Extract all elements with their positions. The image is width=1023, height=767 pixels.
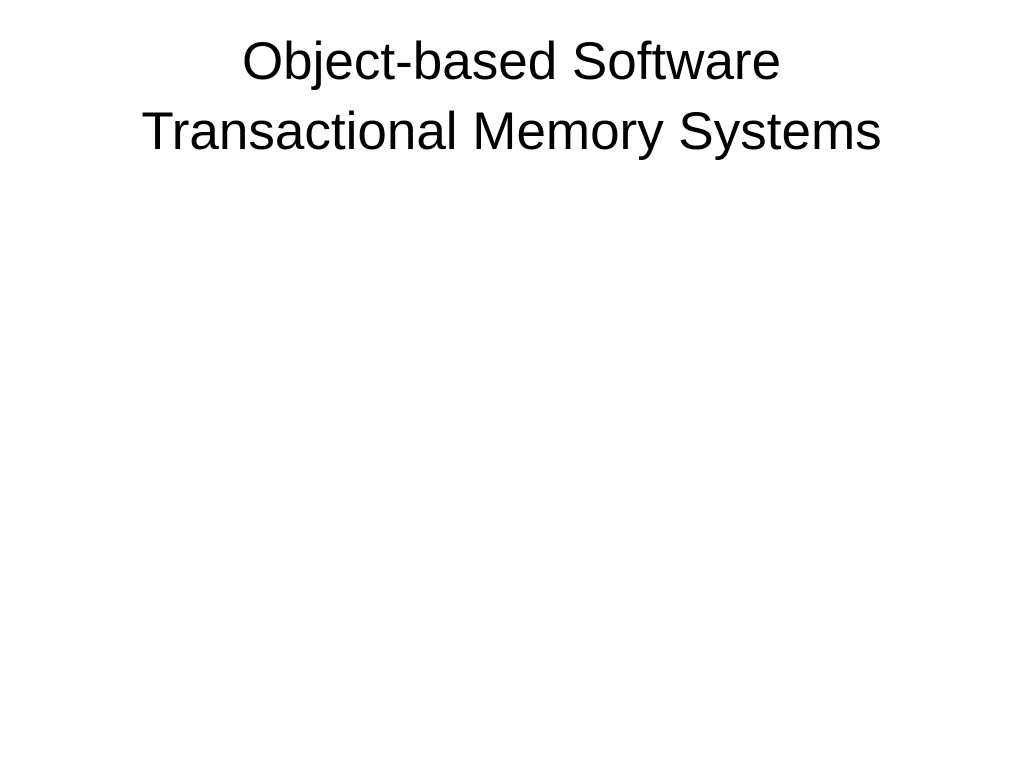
slide-title: Object-based Software Transactional Memo… — [0, 27, 1023, 167]
slide-body — [60, 190, 963, 730]
slide-title-line-1: Object-based Software — [241, 32, 782, 91]
slide-title-line-2: Transactional Memory Systems — [141, 102, 882, 161]
